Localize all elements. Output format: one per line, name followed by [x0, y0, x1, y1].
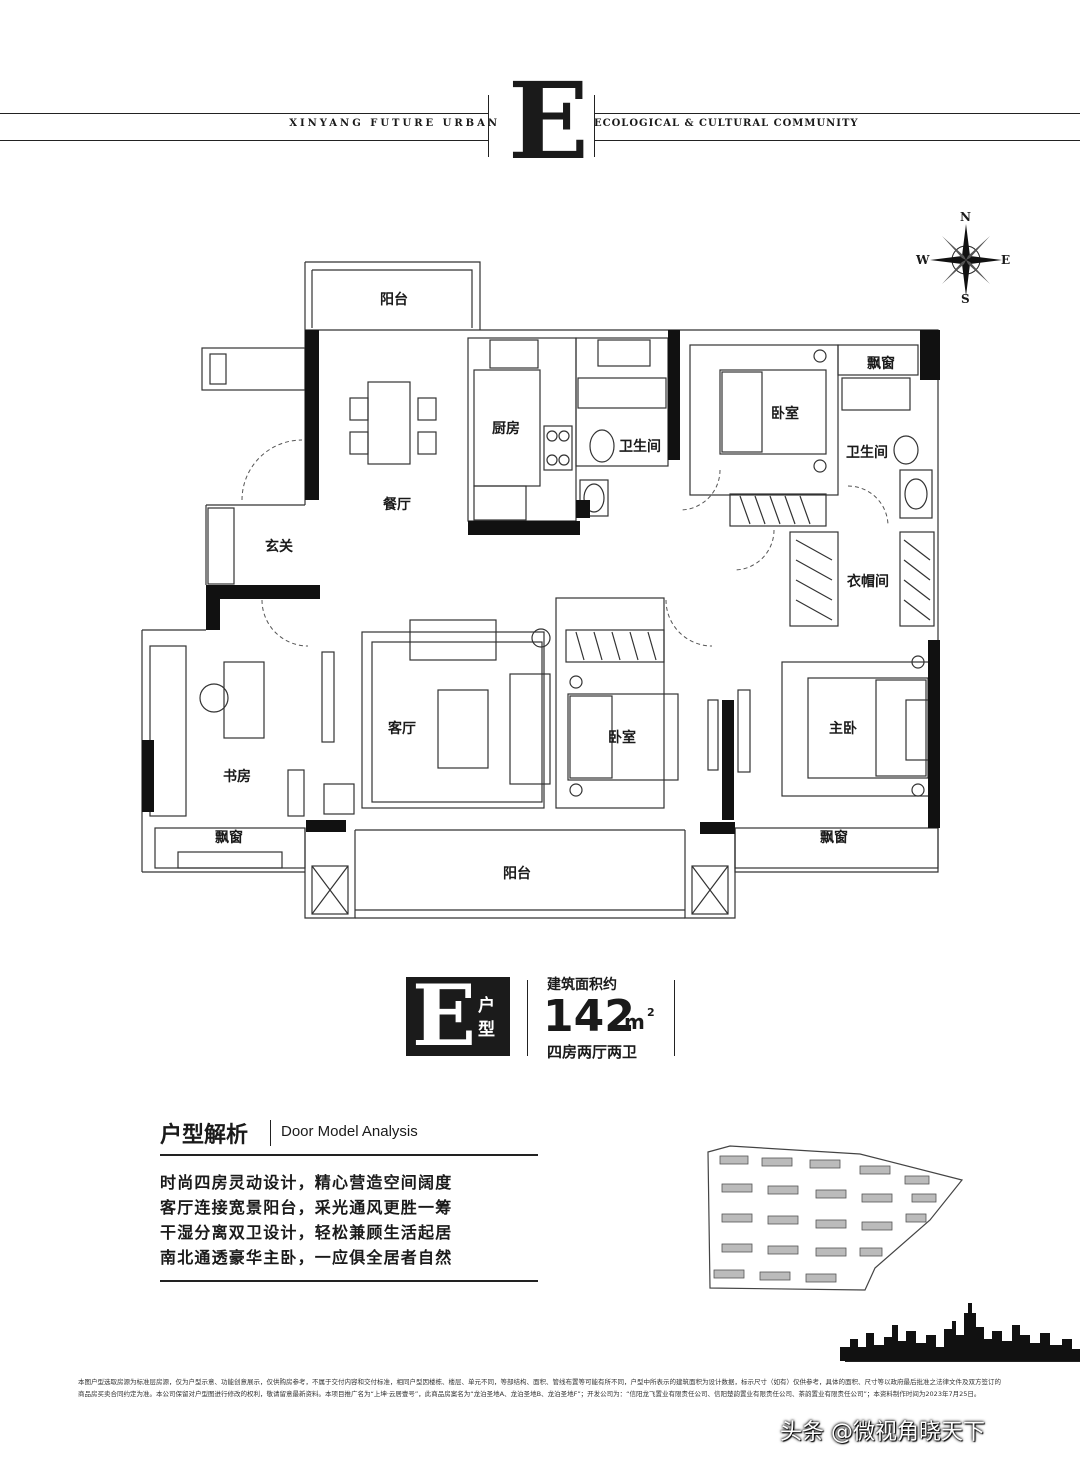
unit-type-label: 户型	[478, 996, 495, 1040]
header-divider-right	[594, 95, 595, 157]
room-balcony-top: 阳台	[380, 292, 408, 308]
compass-e: E	[1001, 253, 1011, 267]
analysis-title: 户型解析	[160, 1123, 249, 1148]
room-master: 主卧	[829, 721, 857, 737]
room-study: 书房	[223, 769, 251, 785]
unit-type-box	[406, 977, 510, 1056]
analysis-line-3: 干湿分离双卫设计，轻松兼顾生活起居	[160, 1223, 453, 1242]
header-letter: E	[508, 58, 589, 183]
room-balcony-bottom: 阳台	[503, 866, 531, 882]
compass-w: W	[916, 253, 930, 267]
analysis-rule-top	[160, 1154, 538, 1156]
layout-description: 四房两厅两卫	[547, 1043, 638, 1061]
header-rule-left	[0, 113, 488, 114]
skyline-silhouette	[840, 1303, 1080, 1361]
room-cloakroom: 衣帽间	[847, 574, 889, 590]
area-unit: m	[624, 1010, 645, 1034]
skyline-ground	[845, 1361, 1080, 1362]
analysis-title-en: Door Model Analysis	[281, 1123, 418, 1140]
watermark: 头条 @微视角晓天下	[780, 1420, 985, 1445]
compass-n: N	[960, 210, 971, 224]
site-plan-map	[707, 1145, 964, 1291]
header-divider-left	[488, 95, 489, 157]
room-bay-window-se: 飘窗	[820, 830, 848, 846]
floor-plan	[141, 261, 940, 919]
room-living: 客厅	[388, 721, 416, 737]
unit-divider-right	[674, 980, 675, 1056]
compass-rose-icon	[930, 224, 1002, 296]
header-rule-left-bottom	[0, 140, 488, 141]
room-kitchen: 厨房	[492, 421, 520, 437]
compass-s: S	[961, 292, 970, 306]
room-bath2: 卫生间	[846, 445, 888, 461]
header-rule-right-bottom	[594, 140, 1080, 141]
analysis-line-4: 南北通透豪华主卧，一应俱全居者自然	[160, 1248, 453, 1267]
header-rule-right	[594, 113, 1080, 114]
unit-type-letter: E	[412, 966, 477, 1065]
analysis-title-divider	[270, 1120, 271, 1146]
room-bay-window-sw: 飘窗	[215, 830, 243, 846]
area-label: 建筑面积约	[547, 977, 617, 993]
room-bedroom-mid: 卧室	[608, 730, 636, 746]
disclaimer-line-2: 商品房买卖合同约定为准。本公司保留对户型图进行修改的权利，敬请留意最新资料。本项…	[78, 1390, 981, 1398]
analysis-rule-bottom	[160, 1280, 538, 1282]
header-left-text: XINYANG FUTURE URBAN	[289, 118, 500, 129]
unit-divider-left	[527, 980, 528, 1056]
room-bay-window-ne: 飘窗	[867, 356, 895, 372]
room-dining: 餐厅	[383, 497, 411, 513]
disclaimer-line-1: 本图户型选取房源为标准层房源，仅为户型示意、功能创意展示，仅供购房参考，不属于交…	[78, 1378, 1001, 1386]
analysis-line-2: 客厅连接宽景阳台，采光通风更胜一筹	[160, 1198, 453, 1217]
analysis-line-1: 时尚四房灵动设计，精心营造空间阔度	[160, 1173, 453, 1192]
area-unit-superscript: 2	[647, 1006, 655, 1019]
room-entrance: 玄关	[265, 539, 293, 555]
area-value: 142	[543, 991, 635, 1042]
room-bedroom-ne: 卧室	[771, 406, 799, 422]
header-right-text: ECOLOGICAL & CULTURAL COMMUNITY	[594, 118, 859, 129]
room-bath1: 卫生间	[619, 439, 661, 455]
